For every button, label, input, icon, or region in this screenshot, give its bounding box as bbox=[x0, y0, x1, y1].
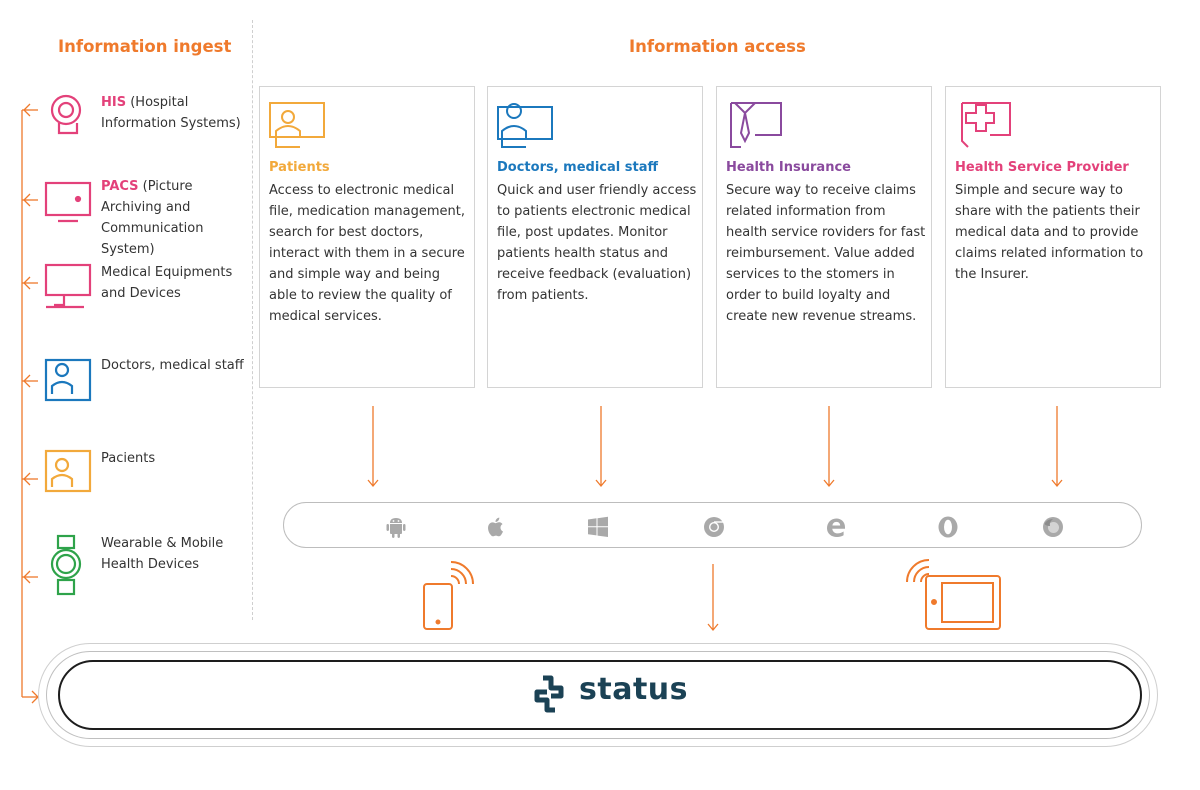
card-doctors: Doctors, medical staff Quick and user fr… bbox=[487, 86, 703, 388]
card-title: Health Insurance bbox=[726, 160, 851, 175]
access-heading: Information access bbox=[629, 37, 806, 56]
card-body: Simple and secure way to share with the … bbox=[955, 183, 1144, 282]
pacs-monitor-icon bbox=[44, 181, 92, 223]
windows-icon bbox=[588, 516, 608, 537]
card-health-service-provider: Health Service Provider Simple and secur… bbox=[945, 86, 1161, 388]
card-title: Doctors, medical staff bbox=[497, 160, 659, 175]
card-body: Access to electronic medical file, medic… bbox=[269, 183, 465, 324]
tablet-icon bbox=[906, 559, 1001, 630]
card-body: Quick and user friendly access to patien… bbox=[497, 183, 697, 303]
pacs-acronym: PACS bbox=[101, 179, 139, 194]
card-patients: Patients Access to electronic medical fi… bbox=[259, 86, 475, 388]
section-divider bbox=[252, 20, 253, 620]
mobile-phone-icon bbox=[423, 561, 474, 630]
his-icon bbox=[50, 94, 82, 135]
doctors-label: Doctors, medical staff bbox=[101, 358, 244, 373]
medical-cross-icon bbox=[961, 102, 1011, 148]
medical-devices-label: Medical Equipments and Devices bbox=[101, 265, 233, 301]
ingest-item-his: HIS (Hospital Information Systems) bbox=[44, 93, 254, 173]
wearables-label: Wearable & Mobile Health Devices bbox=[101, 536, 224, 572]
insurance-tie-icon bbox=[730, 102, 782, 148]
android-icon bbox=[386, 518, 406, 538]
chrome-icon bbox=[704, 517, 724, 537]
ingest-heading: Information ingest bbox=[58, 37, 232, 56]
ingest-item-pacients: Pacients bbox=[44, 449, 254, 529]
smartwatch-icon bbox=[50, 534, 82, 596]
medical-device-monitor-icon bbox=[44, 263, 92, 309]
his-label: (Hospital Information Systems) bbox=[101, 95, 241, 131]
platform-bar bbox=[283, 502, 1142, 548]
status-brand: status bbox=[579, 672, 688, 707]
status-logo-icon bbox=[534, 675, 564, 713]
status-outer-ring bbox=[38, 643, 1158, 747]
doctor-icon bbox=[44, 358, 92, 402]
card-title: Patients bbox=[269, 160, 330, 175]
ingest-item-medical-devices: Medical Equipments and Devices bbox=[44, 263, 254, 343]
ingest-item-pacs: PACS (Picture Archiving and Communicatio… bbox=[44, 177, 254, 257]
doctor-icon bbox=[497, 103, 553, 148]
ingest-item-wearables: Wearable & Mobile Health Devices bbox=[44, 534, 254, 614]
edge-icon bbox=[827, 518, 845, 537]
firefox-icon bbox=[1043, 517, 1063, 537]
status-platform-bar bbox=[58, 660, 1142, 730]
patient-icon bbox=[44, 449, 92, 493]
card-title: Health Service Provider bbox=[955, 160, 1129, 175]
pacs-label: (Picture Archiving and Communication Sys… bbox=[101, 179, 204, 257]
patient-icon bbox=[269, 102, 325, 148]
card-health-insurance: Health Insurance Secure way to receive c… bbox=[716, 86, 932, 388]
opera-icon bbox=[938, 516, 958, 538]
pacients-label: Pacients bbox=[101, 451, 156, 466]
ingest-item-doctors: Doctors, medical staff bbox=[44, 356, 254, 436]
his-acronym: HIS bbox=[101, 95, 127, 110]
apple-icon bbox=[488, 517, 503, 537]
card-body: Secure way to receive claims related inf… bbox=[726, 183, 926, 324]
status-mid-ring bbox=[46, 651, 1150, 739]
